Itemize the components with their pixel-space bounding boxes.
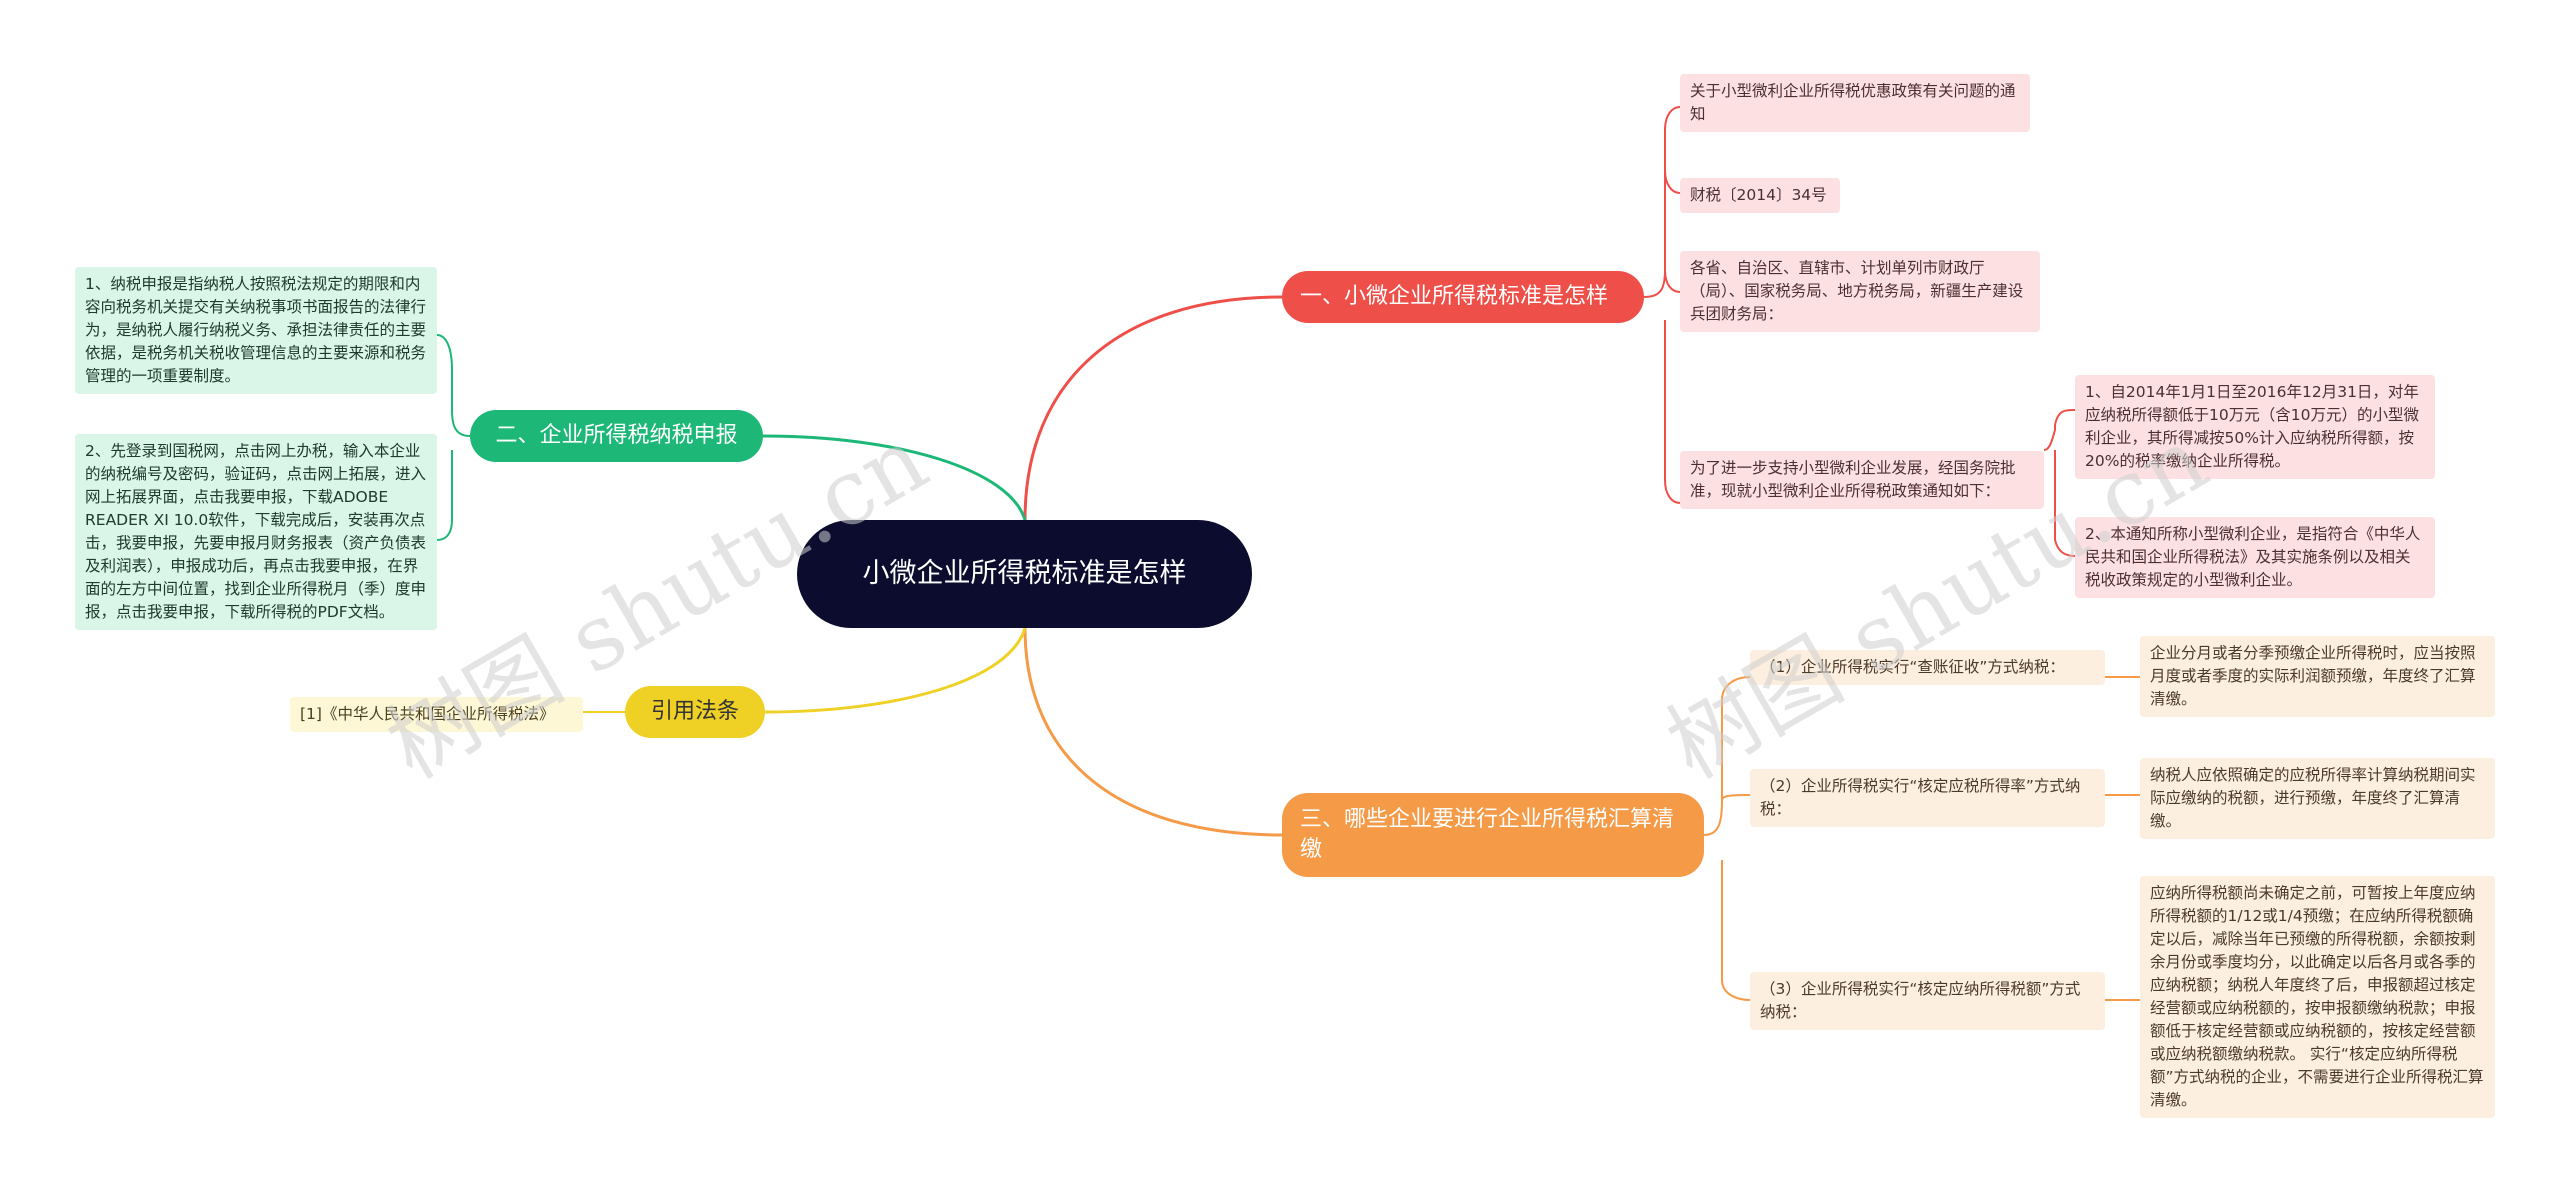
connector-b1-sub [2043,409,2076,557]
leaf-method-audit[interactable]: （1）企业所得税实行“查账征收”方式纳税： [1750,650,2105,685]
leaf-document-number[interactable]: 财税〔2014〕34号 [1680,178,1840,213]
branch-cited-law[interactable]: 引用法条 [625,686,765,738]
leaf-declaration-definition[interactable]: 1、纳税申报是指纳税人按照税法规定的期限和内容向税务机关提交有关纳税事项书面报告… [75,267,437,394]
branch-tax-declaration[interactable]: 二、企业所得税纳税申报 [470,410,763,462]
leaf-detail-fixed-amount[interactable]: 应纳所得税额尚未确定之前，可暂按上年度应纳所得税额的1/12或1/4预缴；在应纳… [2140,876,2495,1118]
leaf-policy-intro[interactable]: 为了进一步支持小型微利企业发展，经国务院批准，现就小型微利企业所得税政策通知如下… [1680,451,2044,509]
connector-b3-items [1703,676,1751,1001]
connector-b1-items [1643,106,1681,504]
root-topic[interactable]: 小微企业所得税标准是怎样 [797,520,1252,628]
leaf-policy-clause-2[interactable]: 2、本通知所称小型微利企业，是指符合《中华人民共和国企业所得税法》及其实施条例以… [2075,517,2435,598]
leaf-method-rate[interactable]: （2）企业所得税实行“核定应税所得率”方式纳税： [1750,769,2105,827]
leaf-method-fixed-amount[interactable]: （3）企业所得税实行“核定应纳所得税额”方式纳税： [1750,972,2105,1030]
branch-which-enterprises-settle[interactable]: 三、哪些企业要进行企业所得税汇算清缴 [1282,793,1704,877]
leaf-recipients[interactable]: 各省、自治区、直辖市、计划单列市财政厅（局）、国家税务局、地方税务局，新疆生产建… [1680,251,2040,332]
leaf-detail-rate[interactable]: 纳税人应依照确定的应税所得率计算纳税期间实际应缴纳的税额，进行预缴，年度终了汇算… [2140,758,2495,839]
connector-root-b2 [762,434,1027,521]
connector-root-b1 [1023,295,1283,521]
connector-b3-details [2105,676,2140,1001]
connector-b2-items [436,334,471,541]
leaf-cited-law[interactable]: [1]《中华人民共和国企业所得税法》 [290,697,583,732]
connector-root-b3 [1023,627,1283,837]
leaf-declaration-steps[interactable]: 2、先登录到国税网，点击网上办税，输入本企业的纳税编号及密码，验证码，点击网上拓… [75,434,437,630]
connector-root-b4 [764,627,1027,714]
leaf-policy-clause-1[interactable]: 1、自2014年1月1日至2016年12月31日，对年应纳税所得额低于10万元（… [2075,375,2435,479]
leaf-notice-title[interactable]: 关于小型微利企业所得税优惠政策有关问题的通知 [1680,74,2030,132]
leaf-detail-audit[interactable]: 企业分月或者分季预缴企业所得税时，应当按照月度或者季度的实际利润额预缴，年度终了… [2140,636,2495,717]
branch-small-enterprise-tax-standard[interactable]: 一、小微企业所得税标准是怎样 [1282,271,1644,323]
